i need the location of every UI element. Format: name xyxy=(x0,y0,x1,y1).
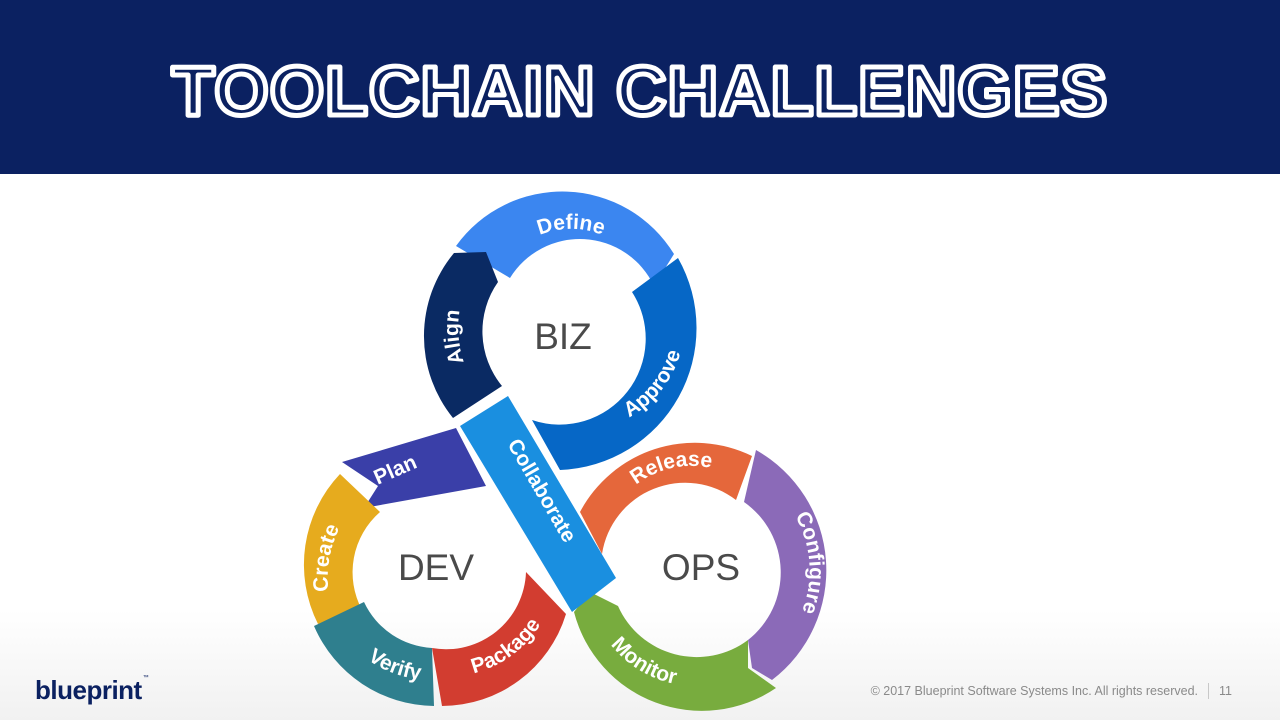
dev-hub-label: DEV xyxy=(398,547,474,588)
configure-segment xyxy=(744,450,827,680)
blueprint-logo: blueprint™ xyxy=(35,675,149,706)
release-segment xyxy=(580,442,752,554)
collaborate-segment xyxy=(460,396,616,612)
trademark-mark: ™ xyxy=(142,675,149,681)
footer-divider xyxy=(1208,683,1210,699)
verify-segment xyxy=(314,602,434,706)
title-bar: TOOLCHAIN CHALLENGES xyxy=(0,0,1280,174)
slide-title: TOOLCHAIN CHALLENGES xyxy=(172,52,1109,130)
ops-hub-label: OPS xyxy=(662,547,740,588)
create-segment xyxy=(303,474,380,624)
package-segment xyxy=(432,572,566,706)
logo-text: blueprint xyxy=(35,675,142,705)
approve-segment xyxy=(532,258,697,470)
devops-loop-svg: Define Approve Align Plan Create Verify … xyxy=(303,191,828,711)
devops-loop-diagram: Define Approve Align Plan Create Verify … xyxy=(0,174,1280,720)
biz-hub-label: BIZ xyxy=(534,316,592,357)
define-segment xyxy=(456,191,674,286)
title-graphic: TOOLCHAIN CHALLENGES xyxy=(169,50,1110,133)
page-number: 11 xyxy=(1219,684,1232,698)
monitor-segment xyxy=(574,592,776,711)
slide-footer: © 2017 Blueprint Software Systems Inc. A… xyxy=(871,683,1232,699)
copyright-text: © 2017 Blueprint Software Systems Inc. A… xyxy=(870,684,1199,698)
align-segment xyxy=(423,252,502,418)
plan-segment xyxy=(342,428,486,508)
